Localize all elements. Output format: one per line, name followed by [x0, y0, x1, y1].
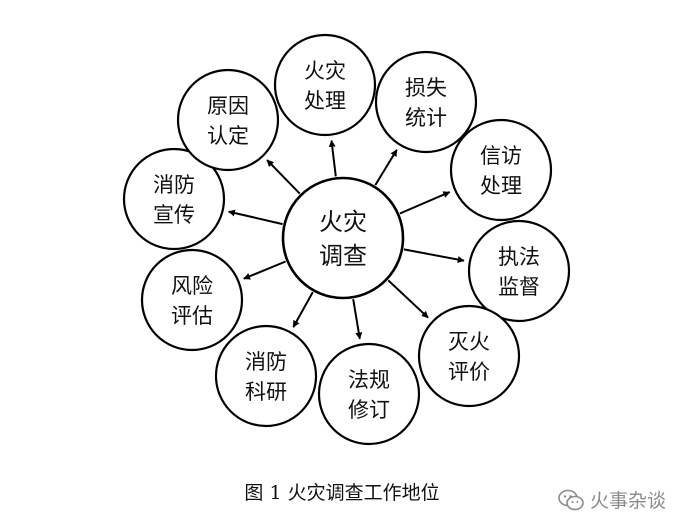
wechat-icon: [558, 489, 584, 510]
node-circle: [273, 33, 377, 137]
node-label-line-1: 原因: [207, 94, 249, 118]
node-label-line-2: 监督: [498, 275, 540, 299]
arrow-to-risk-assessment: [243, 260, 286, 280]
node-label-line-1: 损失: [405, 76, 447, 100]
center-circle: [281, 176, 405, 300]
node-label-line-1: 法规: [348, 368, 390, 392]
node-label-line-2: 处理: [304, 89, 346, 113]
node-label-line-1: 火灾: [304, 59, 346, 83]
node-label-line-2: 科研: [245, 380, 287, 404]
arrow-to-regulation-revision: [352, 299, 363, 340]
center-label-line-1: 火灾: [319, 208, 367, 236]
node-circle: [417, 304, 521, 408]
node-circle: [449, 118, 553, 222]
arrow-to-firefighting-evaluation: [387, 279, 429, 319]
figure-caption: 图 1 火灾调查工作地位: [244, 482, 440, 504]
node-label-line-2: 处理: [480, 174, 522, 198]
center-node: 火灾 调查: [281, 176, 405, 300]
node-label-line-1: 灭火: [448, 330, 490, 354]
arrow-to-petition-handling: [399, 191, 451, 215]
node-circle: [122, 147, 226, 251]
node-label-line-2: 评估: [171, 304, 213, 328]
watermark: 火事杂谈: [558, 486, 666, 513]
arrow-group: [227, 139, 465, 340]
node-circle: [140, 248, 244, 352]
watermark-text: 火事杂谈: [589, 490, 666, 512]
node-label-line-2: 评价: [448, 360, 490, 384]
node-circle: [176, 68, 280, 172]
node-label-line-1: 消防: [153, 173, 195, 197]
node-label-line-1: 执法: [498, 245, 540, 269]
node-label-line-1: 消防: [245, 350, 287, 374]
arrow-to-fire-publicity: [227, 209, 283, 226]
node-label-line-2: 认定: [207, 124, 249, 148]
arrow-to-law-enforcement-supervision: [403, 248, 465, 263]
node-label-line-1: 风险: [171, 274, 213, 298]
arrow-to-loss-statistics: [374, 149, 398, 186]
node-circle: [317, 342, 421, 446]
node-label-line-2: 修订: [348, 398, 390, 422]
node-label-line-2: 宣传: [153, 203, 195, 227]
arrow-to-cause-determination: [266, 159, 301, 195]
arrow-to-fire-handling: [328, 139, 337, 177]
node-label-line-2: 统计: [405, 106, 447, 130]
node-circle: [374, 50, 478, 154]
node-circle: [467, 219, 571, 323]
node-circle: [214, 324, 318, 428]
node-label-line-1: 信访: [480, 144, 522, 168]
center-label-line-2: 调查: [319, 242, 367, 270]
arrow-to-fire-research: [292, 291, 314, 328]
